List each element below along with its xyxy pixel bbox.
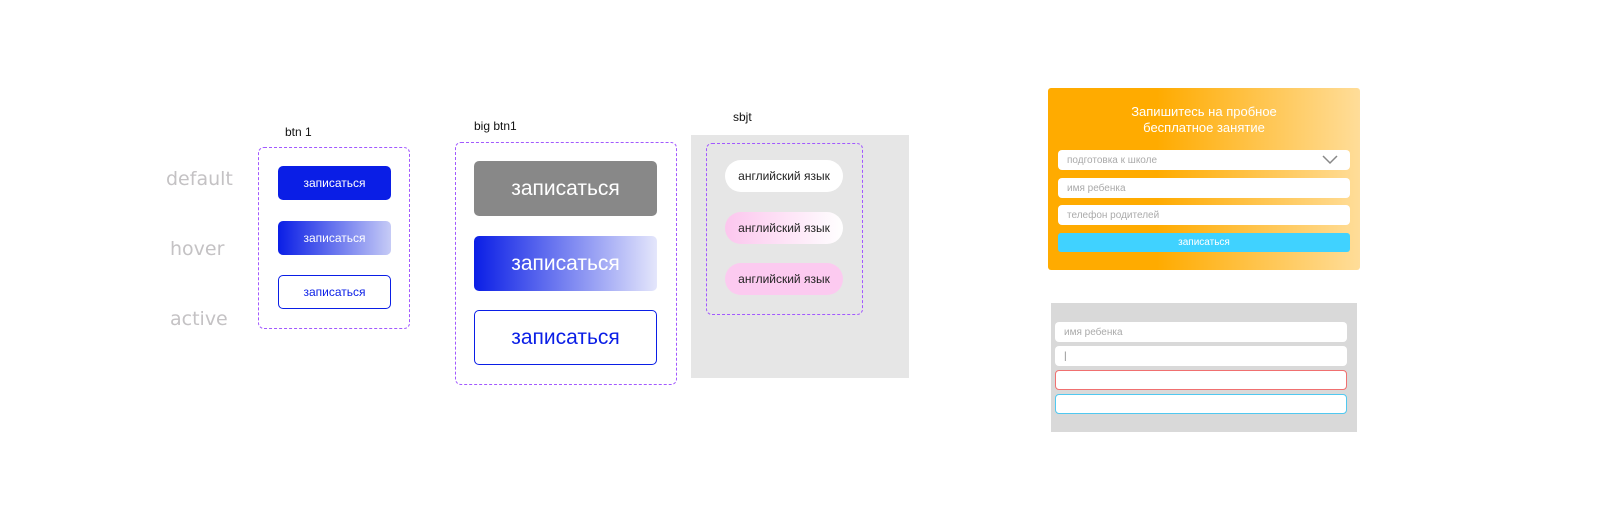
state-label-default: default (166, 168, 233, 190)
sbjt-frame (706, 143, 863, 315)
bigbtn-frame (455, 142, 677, 385)
input-states-panel: имя ребенка | (1051, 303, 1357, 432)
bigbtn-title: big btn1 (474, 119, 517, 133)
course-select[interactable]: подготовка к школе (1058, 150, 1350, 170)
name-input-focus[interactable] (1055, 394, 1347, 414)
form-title-line2: бесплатное занятие (1143, 120, 1265, 135)
parent-phone-input[interactable]: телефон родителей (1058, 205, 1350, 225)
big-signup-button-hover[interactable]: записаться (474, 236, 657, 291)
signup-button-default[interactable]: записаться (278, 166, 391, 200)
subject-chip-active[interactable]: английский язык (725, 263, 843, 295)
course-select-value: подготовка к школе (1067, 154, 1158, 166)
signup-button-active[interactable]: записаться (278, 275, 391, 309)
state-label-hover: hover (170, 238, 225, 260)
signup-form-card: Запишитесь на пробное бесплатное занятие… (1048, 88, 1360, 270)
chevron-down-icon (1322, 155, 1338, 165)
name-input-placeholder[interactable]: имя ребенка (1055, 322, 1347, 342)
name-input-error[interactable] (1055, 370, 1347, 390)
child-name-input[interactable]: имя ребенка (1058, 178, 1350, 198)
btn1-frame (258, 147, 410, 329)
subject-chip-default[interactable]: английский язык (725, 160, 843, 192)
sbjt-title: sbjt (733, 110, 752, 124)
state-label-active: active (170, 308, 228, 330)
form-title-line1: Запишитесь на пробное (1131, 104, 1277, 119)
name-input-typing[interactable]: | (1055, 346, 1347, 366)
subject-chip-hover[interactable]: английский язык (725, 212, 843, 244)
form-title: Запишитесь на пробное бесплатное занятие (1048, 104, 1360, 136)
signup-button-hover[interactable]: записаться (278, 221, 391, 255)
btn1-title: btn 1 (285, 125, 312, 139)
form-submit-button[interactable]: записаться (1058, 233, 1350, 252)
big-signup-button-active[interactable]: записаться (474, 310, 657, 365)
big-signup-button-default[interactable]: записаться (474, 161, 657, 216)
